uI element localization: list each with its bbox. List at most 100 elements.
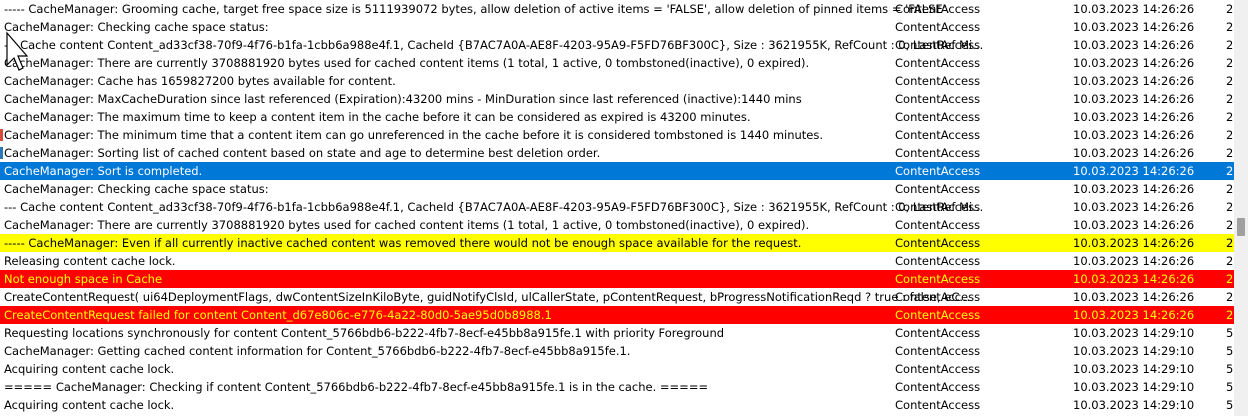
component-cell: ContentAccess — [895, 380, 981, 394]
thread-cell: 2 — [1226, 236, 1234, 250]
component-cell: ContentAccess — [895, 398, 981, 412]
time-cell: 10.03.2023 14:29:10 — [1073, 380, 1195, 394]
time-cell: 10.03.2023 14:26:26 — [1073, 200, 1195, 214]
thread-cell: 2 — [1226, 92, 1234, 106]
component-cell: ContentAccess — [895, 20, 981, 34]
log-row-error[interactable]: CreateContentRequest failed for content … — [0, 306, 1234, 324]
log-row[interactable]: ===== CacheManager: Checking if content … — [0, 378, 1234, 396]
time-cell: 10.03.2023 14:26:26 — [1073, 254, 1195, 268]
log-row-error[interactable]: Not enough space in Cache ContentAccess … — [0, 270, 1234, 288]
thread-cell: 2 — [1226, 56, 1234, 70]
log-row[interactable]: Acquiring content cache lock. ContentAcc… — [0, 360, 1234, 378]
time-cell: 10.03.2023 14:29:10 — [1073, 398, 1195, 412]
log-row[interactable]: CacheManager: Checking cache space statu… — [0, 18, 1234, 36]
thread-cell: 2 — [1226, 200, 1234, 214]
component-cell: ContentAccess — [895, 2, 981, 16]
log-row-warning[interactable]: ----- CacheManager: Even if all currentl… — [0, 234, 1234, 252]
log-row[interactable]: CacheManager: MaxCacheDuration since las… — [0, 90, 1234, 108]
time-cell: 10.03.2023 14:26:26 — [1073, 218, 1195, 232]
log-row[interactable]: --- Cache content Content_ad33cf38-70f9-… — [0, 198, 1234, 216]
thread-cell: 2 — [1226, 146, 1234, 160]
message-cell: CacheManager: Checking cache space statu… — [4, 20, 269, 34]
log-row[interactable]: CacheManager: Sorting list of cached con… — [0, 144, 1234, 162]
time-cell: 10.03.2023 14:26:26 — [1073, 182, 1195, 196]
thread-cell: 2 — [1226, 110, 1234, 124]
component-cell: ContentAccess — [895, 38, 981, 52]
log-row[interactable]: CacheManager: The minimum time that a co… — [0, 126, 1234, 144]
component-cell: ContentAccess — [895, 146, 981, 160]
message-cell: CacheManager: Cache has 1659827200 bytes… — [4, 74, 396, 88]
time-cell: 10.03.2023 14:26:26 — [1073, 128, 1195, 142]
log-row[interactable]: CacheManager: Checking cache space statu… — [0, 180, 1234, 198]
log-row[interactable]: CreateContentRequest( ui64DeploymentFlag… — [0, 288, 1234, 306]
component-cell: ContentAccess — [895, 164, 981, 178]
thread-cell: 5 — [1226, 326, 1234, 340]
thread-cell: 2 — [1226, 272, 1234, 286]
message-cell: CacheManager: The minimum time that a co… — [4, 128, 824, 142]
log-row[interactable]: CacheManager: There are currently 370888… — [0, 216, 1234, 234]
message-cell: CacheManager: MaxCacheDuration since las… — [4, 92, 802, 106]
time-cell: 10.03.2023 14:26:26 — [1073, 290, 1195, 304]
scrollbar-thumb[interactable] — [1237, 218, 1245, 236]
time-cell: 10.03.2023 14:29:10 — [1073, 344, 1195, 358]
component-cell: ContentAccess — [895, 290, 981, 304]
time-cell: 10.03.2023 14:26:26 — [1073, 110, 1195, 124]
log-row[interactable]: CacheManager: The maximum time to keep a… — [0, 108, 1234, 126]
message-cell: ----- CacheManager: Even if all currentl… — [4, 236, 802, 250]
log-row[interactable]: --- Cache content Content_ad33cf38-70f9-… — [0, 36, 1234, 54]
vertical-scrollbar[interactable] — [1234, 0, 1248, 416]
message-cell: --- Cache content Content_ad33cf38-70f9-… — [4, 200, 984, 214]
thread-cell: 2 — [1226, 164, 1234, 178]
component-cell: ContentAccess — [895, 362, 981, 376]
thread-cell: 2 — [1226, 308, 1234, 322]
message-cell: Acquiring content cache lock. — [4, 362, 175, 376]
message-cell: Not enough space in Cache — [4, 272, 163, 286]
time-cell: 10.03.2023 14:26:26 — [1073, 164, 1195, 178]
message-cell: CreateContentRequest failed for content … — [4, 308, 552, 322]
thread-cell: 5 — [1226, 344, 1234, 358]
component-cell: ContentAccess — [895, 200, 981, 214]
left-marker — [0, 147, 3, 159]
thread-cell: 2 — [1226, 218, 1234, 232]
thread-cell: 2 — [1226, 182, 1234, 196]
message-cell: Requesting locations synchronously for c… — [4, 326, 725, 340]
component-cell: ContentAccess — [895, 218, 981, 232]
message-cell: CacheManager: Getting cached content inf… — [4, 344, 631, 358]
component-cell: ContentAccess — [895, 128, 981, 142]
message-cell: CacheManager: Checking cache space statu… — [4, 182, 269, 196]
thread-cell: 2 — [1226, 254, 1234, 268]
log-row[interactable]: Acquiring content cache lock. ContentAcc… — [0, 396, 1234, 414]
component-cell: ContentAccess — [895, 308, 981, 322]
thread-cell: 2 — [1226, 74, 1234, 88]
time-cell: 10.03.2023 14:29:10 — [1073, 326, 1195, 340]
log-row[interactable]: Requesting locations synchronously for c… — [0, 324, 1234, 342]
log-row-selected[interactable]: CacheManager: Sort is completed. Content… — [0, 162, 1234, 180]
time-cell: 10.03.2023 14:26:26 — [1073, 272, 1195, 286]
time-cell: 10.03.2023 14:26:26 — [1073, 2, 1195, 16]
message-cell: ===== CacheManager: Checking if content … — [4, 380, 709, 394]
component-cell: ContentAccess — [895, 344, 981, 358]
log-row[interactable]: Releasing content cache lock. ContentAcc… — [0, 252, 1234, 270]
component-cell: ContentAccess — [895, 182, 981, 196]
time-cell: 10.03.2023 14:26:26 — [1073, 308, 1195, 322]
time-cell: 10.03.2023 14:26:26 — [1073, 38, 1195, 52]
thread-cell: 2 — [1226, 128, 1234, 142]
component-cell: ContentAccess — [895, 74, 981, 88]
log-row[interactable]: CacheManager: Getting cached content inf… — [0, 342, 1234, 360]
thread-cell: 2 — [1226, 20, 1234, 34]
message-cell: ----- CacheManager: Grooming cache, targ… — [4, 2, 950, 16]
time-cell: 10.03.2023 14:26:26 — [1073, 20, 1195, 34]
time-cell: 10.03.2023 14:26:26 — [1073, 236, 1195, 250]
log-row[interactable]: CacheManager: Cache has 1659827200 bytes… — [0, 72, 1234, 90]
thread-cell: 5 — [1226, 380, 1234, 394]
time-cell: 10.03.2023 14:26:26 — [1073, 74, 1195, 88]
log-row[interactable]: CacheManager: There are currently 370888… — [0, 54, 1234, 72]
message-cell: Releasing content cache lock. — [4, 254, 176, 268]
log-row[interactable]: ----- CacheManager: Grooming cache, targ… — [0, 0, 1234, 18]
component-cell: ContentAccess — [895, 254, 981, 268]
message-cell: CacheManager: There are currently 370888… — [4, 218, 810, 232]
message-cell: CacheManager: There are currently 370888… — [4, 56, 810, 70]
message-cell: CacheManager: Sort is completed. — [4, 164, 203, 178]
message-cell: CreateContentRequest( ui64DeploymentFlag… — [4, 290, 971, 304]
